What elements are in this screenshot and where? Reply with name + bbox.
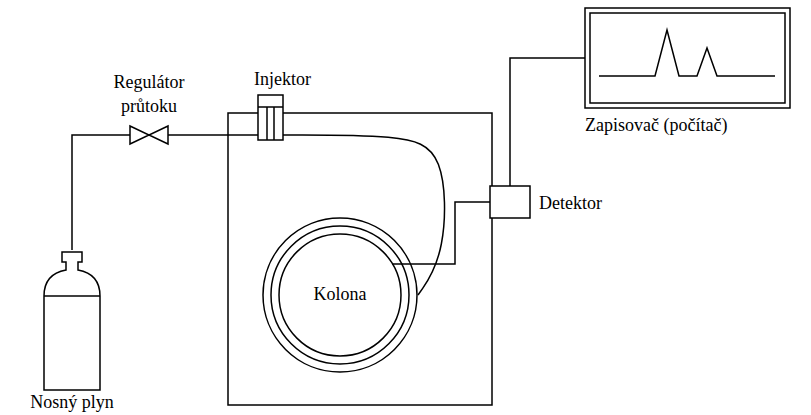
gas-line: [168, 134, 258, 136]
gas-line: [510, 58, 585, 186]
node-label: Regulátor průtoku: [102, 71, 197, 118]
oven-box: [228, 113, 492, 405]
valve-symbol: [130, 126, 168, 144]
injector: Injektor: [258, 95, 283, 140]
gas-cylinder-outline: [40, 250, 104, 390]
coil-winding: [263, 218, 417, 372]
gas-cylinder: Nosný plyn: [40, 250, 104, 390]
gas-line: [72, 135, 130, 250]
gas-line: [283, 135, 445, 295]
coil-outlet: [392, 263, 418, 265]
detector-body: [490, 186, 530, 218]
injector-port: [258, 107, 283, 140]
flow-valve-outline: [130, 126, 168, 144]
injector-outline: [258, 95, 283, 140]
node-label: Injektor: [254, 68, 311, 91]
cylinder-body: [44, 252, 100, 390]
node-label: Kolona: [314, 283, 367, 306]
recorder-inner-frame: [590, 13, 785, 103]
injector-body: [258, 95, 283, 140]
detector-box: Detektor: [490, 186, 530, 218]
coil-winding: [279, 234, 401, 356]
recorder-screen-outline: [585, 8, 790, 108]
flow-valve: Regulátor průtoku: [130, 126, 168, 144]
cylinder-shoulder: [44, 295, 100, 297]
node-label: Nosný plyn: [30, 391, 114, 414]
recorder-screen: Zapisovač (počítač): [585, 8, 790, 108]
chromatogram-trace: [599, 30, 775, 76]
recorder-frame: [585, 8, 790, 108]
node-label: Detektor: [539, 192, 602, 215]
gas-line: [418, 202, 490, 264]
column-coil: Kolona: [262, 217, 418, 373]
node-label: Zapisovač (počítač): [585, 114, 727, 137]
coil-winding: [271, 226, 409, 364]
detector-box-outline: [490, 186, 530, 218]
